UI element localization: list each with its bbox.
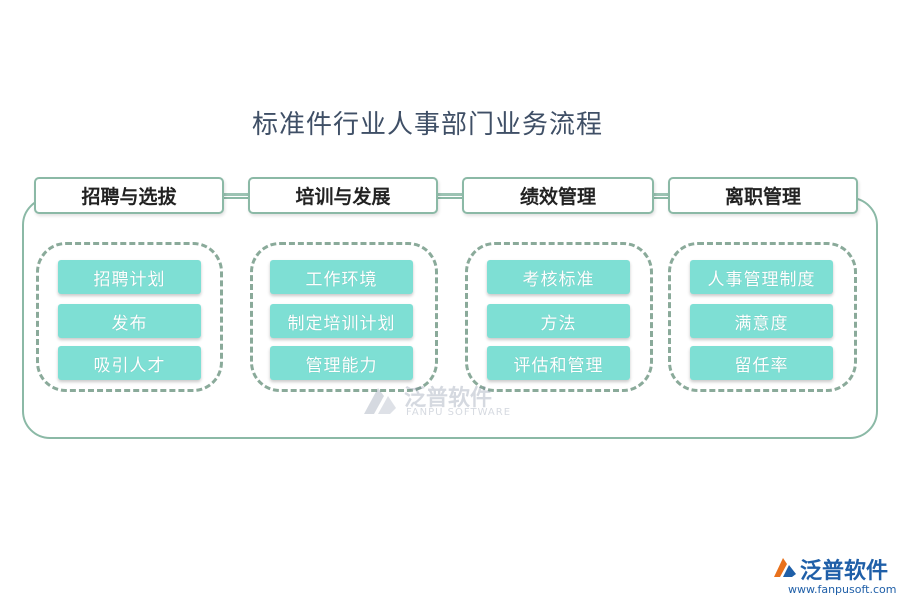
step-satisfaction: 满意度 (690, 304, 833, 338)
brand-logo: 泛普软件 www.fanpusoft.com (772, 553, 897, 597)
page-title: 标准件行业人事部门业务流程 (252, 110, 604, 140)
step-training-plan: 制定培训计划 (270, 304, 413, 338)
step-retention-rate: 留任率 (690, 346, 833, 380)
step-hr-policy: 人事管理制度 (690, 260, 833, 294)
stage-header-recruitment: 招聘与选拔 (34, 177, 224, 214)
step-management-ability: 管理能力 (270, 346, 413, 380)
stage-group-recruitment (36, 242, 223, 392)
brand-name: 泛普软件 (800, 559, 889, 584)
step-evaluation-management: 评估和管理 (487, 346, 630, 380)
stage-header-training: 培训与发展 (248, 177, 438, 214)
fanpu-logo-icon (774, 558, 796, 577)
step-method: 方法 (487, 304, 630, 338)
connector-3-4 (652, 193, 670, 196)
step-recruitment-plan: 招聘计划 (58, 260, 201, 294)
watermark-english: FANPU SOFTWARE (406, 407, 512, 418)
connector-1-2 (222, 193, 250, 196)
connector-2-3 (436, 193, 463, 196)
fanpu-logo-icon (364, 388, 396, 414)
stage-group-training (250, 242, 438, 392)
step-assessment-standard: 考核标准 (487, 260, 630, 294)
watermark-name: 泛普软件 (404, 386, 493, 411)
stage-header-performance: 绩效管理 (462, 177, 654, 214)
watermark: 泛普软件 FANPU SOFTWARE (360, 380, 520, 424)
stage-group-resignation (668, 242, 857, 392)
stage-group-performance (465, 242, 653, 392)
step-work-environment: 工作环境 (270, 260, 413, 294)
step-attract-talent: 吸引人才 (58, 346, 201, 380)
brand-url: www.fanpusoft.com (788, 583, 897, 596)
step-publish: 发布 (58, 304, 201, 338)
stage-header-resignation: 离职管理 (668, 177, 858, 214)
